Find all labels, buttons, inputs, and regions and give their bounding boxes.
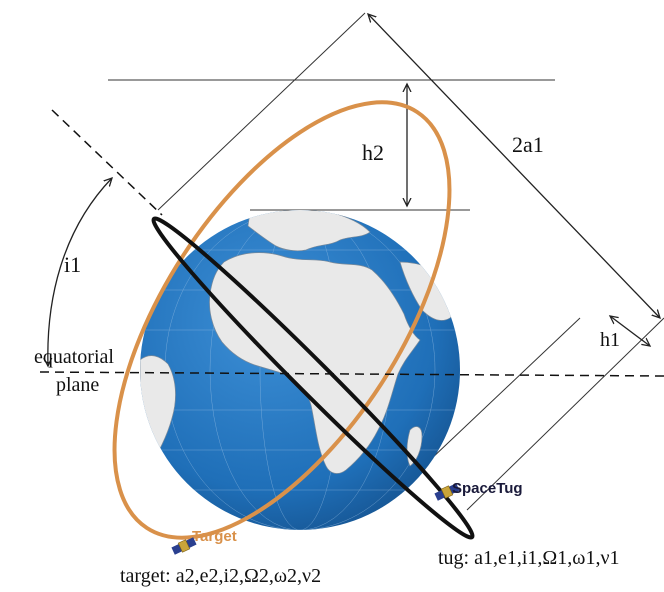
i1-label: i1 <box>64 252 81 277</box>
globe-tangent-line <box>429 317 581 461</box>
equatorial-label: equatorial <box>34 346 114 368</box>
tug-parameters-label: tug: a1,e1,i1,Ω1,ω1,ν1 <box>438 547 620 569</box>
two-a1-dimension-arrow <box>368 14 660 318</box>
earth-globe <box>140 210 460 530</box>
h1-label: h1 <box>600 329 620 351</box>
tug-orbit <box>151 216 475 540</box>
plane-label: plane <box>56 374 99 396</box>
spacetug-satellite-icon <box>434 483 460 501</box>
target-satellite-icon <box>171 537 197 555</box>
target-orbit <box>112 100 452 540</box>
spacetug-label: SpaceTug <box>452 480 523 497</box>
target-parameters-label: target: a2,e2,i2,Ω2,ω2,ν2 <box>120 565 321 587</box>
h2-label: h2 <box>362 140 384 165</box>
h1-dimension-arrow <box>610 316 650 346</box>
inclination-arc <box>48 178 112 366</box>
two-a1-label: 2a1 <box>512 132 544 157</box>
target-label: Target <box>192 528 237 545</box>
major-axis-extension-line <box>157 12 366 211</box>
orbit-plane-dashed-line <box>51 109 163 216</box>
tug-perigee-extension-line <box>466 317 664 511</box>
